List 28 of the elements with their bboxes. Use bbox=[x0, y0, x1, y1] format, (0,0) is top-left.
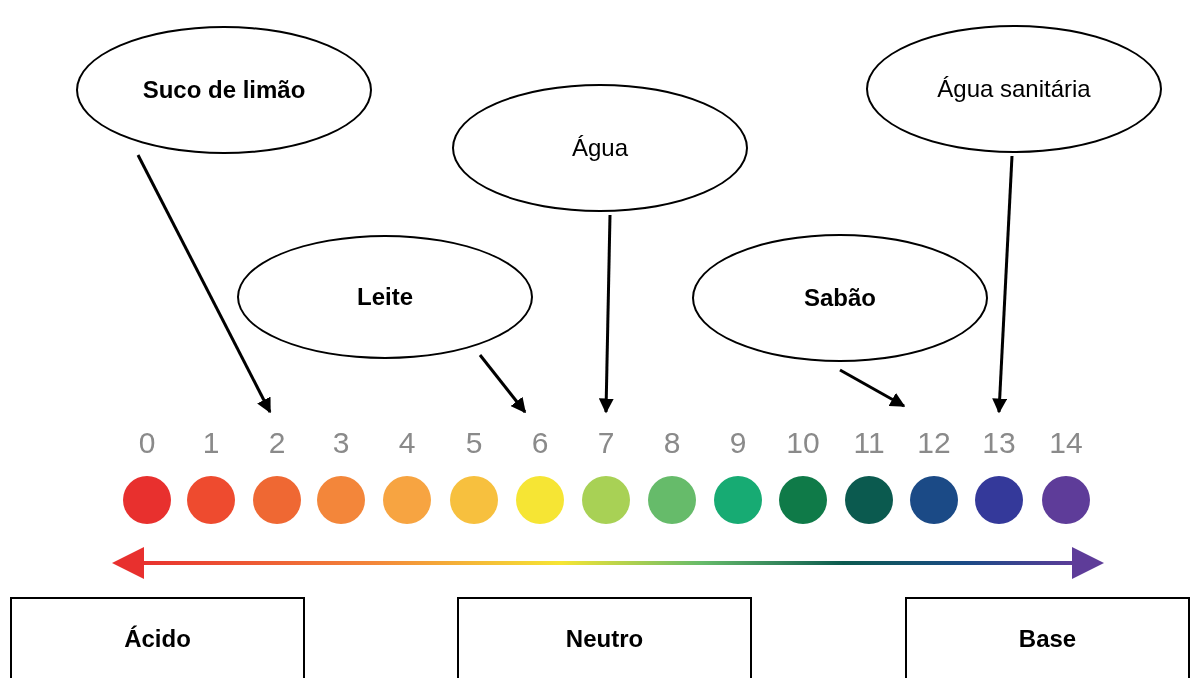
arrow bbox=[478, 354, 527, 414]
speech-bubble: Água sanitária bbox=[866, 25, 1162, 153]
category-box: Base bbox=[905, 597, 1190, 678]
ph-value: 0 bbox=[117, 418, 177, 466]
arrow bbox=[839, 368, 906, 408]
ph-value: 14 bbox=[1036, 418, 1096, 466]
ph-value: 8 bbox=[642, 418, 702, 466]
ph-value: 5 bbox=[444, 418, 504, 466]
arrow bbox=[136, 154, 272, 414]
ph-value: 2 bbox=[247, 418, 307, 466]
speech-bubble: Leite bbox=[237, 235, 533, 359]
ph-value: 3 bbox=[311, 418, 371, 466]
ph-value: 12 bbox=[904, 418, 964, 466]
category-box: Neutro bbox=[457, 597, 752, 678]
ph-value: 10 bbox=[773, 418, 833, 466]
arrow bbox=[598, 214, 614, 414]
ph-value: 1 bbox=[181, 418, 241, 466]
arrow bbox=[992, 155, 1014, 414]
ph-value: 6 bbox=[510, 418, 570, 466]
ph-value: 9 bbox=[708, 418, 768, 466]
category-box: Ácido bbox=[10, 597, 305, 678]
speech-bubble: Suco de limão bbox=[76, 26, 372, 154]
speech-bubble: Água bbox=[452, 84, 748, 212]
ph-value: 11 bbox=[839, 418, 899, 466]
ph-value: 7 bbox=[576, 418, 636, 466]
ph-value: 4 bbox=[377, 418, 437, 466]
speech-bubble: Sabão bbox=[692, 234, 988, 362]
ph-value: 13 bbox=[969, 418, 1029, 466]
